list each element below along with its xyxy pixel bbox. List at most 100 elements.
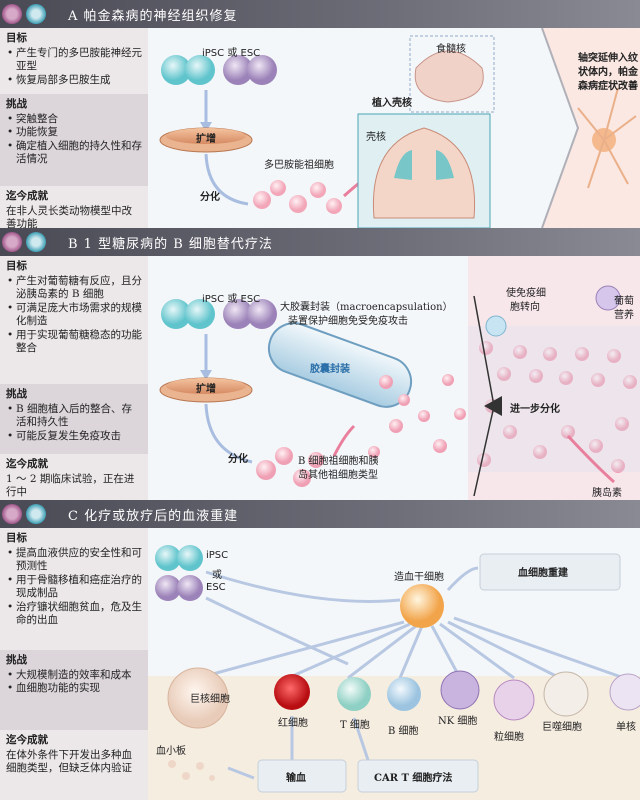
- panel-c-main: iPSC 或 ESC 造血干细胞 血细胞重建 巨核细胞 血小板 红细胞 T 细胞…: [148, 528, 640, 800]
- transfusion-box: [257, 759, 347, 793]
- expand-label: 扩增: [196, 384, 216, 395]
- cell-source-label: iPSC 或 ESC: [202, 48, 261, 59]
- panel-b-title: B 1 型糖尿病的 B 细胞替代疗法: [68, 237, 273, 252]
- challenge-item: 血细胞功能的实现: [7, 682, 142, 696]
- panel-c-title: C 化疗或放疗后的血液重建: [68, 509, 239, 524]
- cell-source-label-3: ESC: [206, 582, 226, 593]
- nk-label: NK 细胞: [438, 716, 478, 727]
- challenges-section: 挑战 突触整合 功能恢复 确定植入细胞的持久性和存活情况: [0, 94, 148, 186]
- insulin-label: 胰岛素: [592, 488, 622, 499]
- nk-cell: [440, 670, 480, 710]
- glucose-label-1: 葡萄: [614, 296, 634, 307]
- brain-overview: [414, 50, 484, 103]
- panel-c-header: C 化疗或放疗后的血液重建: [0, 500, 640, 528]
- challenges-title: 挑战: [6, 654, 27, 666]
- rbc-label: 红细胞: [278, 718, 308, 729]
- insulin-arrow: [566, 434, 615, 484]
- challenge-item: 大规模制造的效率和成本: [7, 669, 142, 683]
- cell-icon: [2, 4, 22, 24]
- bcell-label: B 细胞: [388, 726, 419, 737]
- panel-c-illustration: [148, 545, 640, 800]
- macrophage-cell: [543, 671, 589, 717]
- putamen-label: 壳核: [366, 132, 386, 143]
- challenge-item: B 细胞植入后的整合、存活和持久性: [7, 403, 142, 430]
- goals-title: 目标: [6, 260, 27, 272]
- b-cell: [387, 677, 421, 711]
- immune-cell: [485, 315, 507, 337]
- tcell-label: T 细胞: [340, 720, 370, 731]
- lineage-arrows: [197, 566, 625, 680]
- goal-item: 提高血液供应的安全性和可预测性: [7, 547, 142, 574]
- differentiate-label: 分化: [228, 454, 248, 465]
- achievement-title: 迄今成就: [6, 458, 48, 470]
- progenitor-label-2: 岛其他祖细胞类型: [298, 470, 378, 481]
- neuron-text: 轴突延伸入纹状体内，帕金森病症状改善: [578, 53, 638, 92]
- goal-item: 用于骨髓移植和癌症治疗的现成制品: [7, 574, 142, 601]
- monocyte-label: 单核: [616, 722, 636, 733]
- challenge-item: 可能反复发生免疫攻击: [7, 430, 142, 444]
- glucose-label-2: 营养: [614, 310, 634, 321]
- flow-arrow: [204, 153, 249, 206]
- further-diff-arrow: [484, 396, 502, 416]
- cell-source-label-2: 或: [212, 570, 222, 581]
- achievement-text: 1 ～ 2 期临床试验，正在进行中: [6, 472, 135, 499]
- implant-label: 植入壳核: [372, 98, 412, 109]
- challenges-title: 挑战: [6, 388, 27, 400]
- megakaryocyte-label: 巨核细胞: [190, 694, 230, 705]
- esc-cell: [223, 55, 253, 85]
- brain-coronal: [372, 127, 476, 219]
- cart-box: [357, 759, 479, 793]
- granulocyte-cell: [493, 679, 535, 721]
- goal-item: 产生对葡萄糖有反应，且分泌胰岛素的 B 细胞: [7, 275, 142, 302]
- panel-a-title: A 帕金森病的神经组织修复: [68, 9, 238, 24]
- cart-label: CAR T 细胞疗法: [374, 773, 453, 784]
- cell-icon: [2, 504, 22, 524]
- panel-a-header: A 帕金森病的神经组织修复: [0, 0, 640, 28]
- cell-icon: [2, 232, 22, 252]
- ipsc-cell: [161, 55, 191, 85]
- transfusion-label: 输血: [286, 773, 306, 784]
- goals-title: 目标: [6, 532, 27, 544]
- panel-a-illustration: [159, 28, 640, 228]
- panel-b-header: B 1 型糖尿病的 B 细胞替代疗法: [0, 228, 640, 256]
- goal-item: 治疗镰状细胞贫血，危及生命的出血: [7, 601, 142, 628]
- capsule-label: 胶囊封装: [310, 364, 350, 375]
- goals-section: 目标 产生专门的多巴胺能神经元亚型 恢复局部多巴胺生成: [0, 28, 148, 94]
- ipsc-cell: [185, 55, 215, 85]
- challenges-section: 挑战 大规模制造的效率和成本 血细胞功能的实现: [0, 650, 148, 730]
- goal-item: 可满足庞大市场需求的规模化制造: [7, 302, 142, 329]
- cell-source-label-1: iPSC: [206, 550, 229, 561]
- nutrient-cell: [595, 285, 621, 311]
- esc-cell: [247, 55, 277, 85]
- achievement-text: 在体外条件下开发出多种血细胞类型，但缺乏体内验证: [6, 748, 132, 775]
- hsc-label: 造血干细胞: [394, 572, 444, 583]
- panel-c-sidebar: 目标 提高血液供应的安全性和可预测性 用于骨髓移植和癌症治疗的现成制品 治疗镰状…: [0, 528, 148, 800]
- challenges-section: 挑战 B 细胞植入后的整合、存活和持久性 可能反复发生免疫攻击: [0, 384, 148, 454]
- panel-b-main: iPSC 或 ESC 扩增 分化 大胶囊封装（macroencapsulatio…: [148, 256, 640, 500]
- monocyte-cell: [609, 673, 640, 711]
- progenitor-label-1: B 细胞祖细胞和胰: [298, 456, 379, 467]
- cell-icon: [26, 4, 46, 24]
- macrocapsule-device: [267, 322, 413, 408]
- rbc-cell: [274, 674, 310, 710]
- granulocyte-label: 粒细胞: [494, 732, 524, 743]
- achievement-section: 迄今成就 1 ～ 2 期临床试验，正在进行中: [0, 454, 148, 500]
- further-diff-label: 进一步分化: [510, 404, 560, 415]
- challenge-item: 确定植入细胞的持久性和存活情况: [7, 140, 142, 167]
- cell-icon: [26, 504, 46, 524]
- platelet-label: 血小板: [156, 746, 186, 757]
- panel-b-illustration: [159, 256, 640, 500]
- rebuild-label: 血细胞重建: [518, 568, 568, 579]
- cell-icon: [26, 232, 46, 252]
- panel-b-sidebar: 目标 产生对葡萄糖有反应，且分泌胰岛素的 B 细胞 可满足庞大市场需求的规模化制…: [0, 256, 148, 500]
- rebuild-box: [479, 553, 621, 591]
- platelets: [168, 760, 215, 781]
- panel-a: A 帕金森病的神经组织修复 目标 产生专门的多巴胺能神经元亚型 恢复局部多巴胺生…: [0, 0, 640, 228]
- goals-section: 目标 产生对葡萄糖有反应，且分泌胰岛素的 B 细胞 可满足庞大市场需求的规模化制…: [0, 256, 148, 384]
- macro-label-1: 大胶囊封装（macroencapsulation）: [280, 302, 453, 313]
- macro-label-2: 装置保护细胞免受免疫攻击: [288, 316, 408, 327]
- achievement-title: 迄今成就: [6, 734, 48, 746]
- goal-item: 产生专门的多巴胺能神经元亚型: [7, 47, 142, 74]
- panel-a-sidebar: 目标 产生专门的多巴胺能神经元亚型 恢复局部多巴胺生成 挑战 突触整合 功能恢复…: [0, 28, 148, 228]
- goals-section: 目标 提高血液供应的安全性和可预测性 用于骨髓移植和癌症治疗的现成制品 治疗镰状…: [0, 528, 148, 650]
